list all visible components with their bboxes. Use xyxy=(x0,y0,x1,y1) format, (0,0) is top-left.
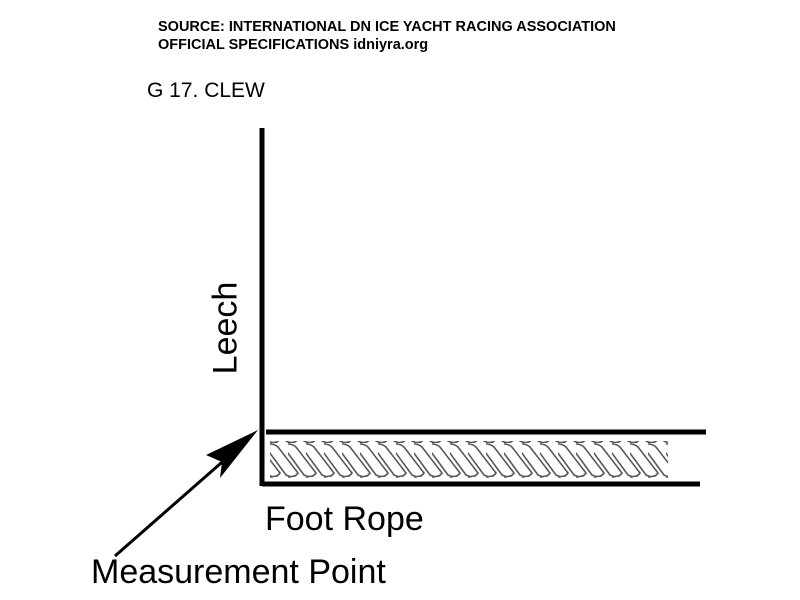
foot-rope xyxy=(270,441,668,478)
source-line-1: SOURCE: INTERNATIONAL DN ICE YACHT RACIN… xyxy=(158,19,616,35)
foot-rope-label: Foot Rope xyxy=(265,500,424,538)
source-line-2: OFFICIAL SPECIFICATIONS idniyra.org xyxy=(158,37,429,53)
measurement-point-label: Measurement Point xyxy=(91,553,386,591)
leech-label: Leech xyxy=(206,281,245,375)
measurement-arrow-head xyxy=(206,430,258,478)
figure-title: G 17. CLEW xyxy=(147,79,265,102)
source-citation: SOURCE: INTERNATIONAL DN ICE YACHT RACIN… xyxy=(158,18,616,54)
